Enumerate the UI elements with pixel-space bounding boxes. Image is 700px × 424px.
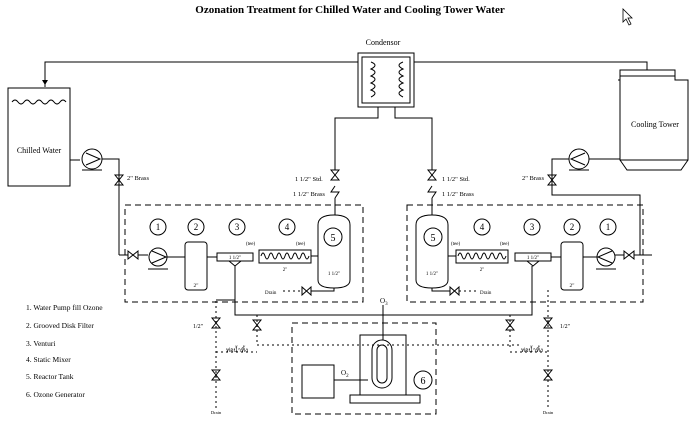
reactor-tank-left: 1 1/2" (317, 214, 351, 289)
thai-right-label: ท่อน้ำทิ้ง (521, 344, 543, 354)
legend-item: 5. Reactor Tank (26, 372, 74, 381)
number-6-circle (413, 370, 433, 390)
check-valve-right (426, 169, 438, 199)
condensor-label: Condensor (366, 38, 401, 47)
drain-valve-left (301, 285, 312, 297)
svg-text:2": 2" (283, 268, 288, 273)
brass-left-label: 1 1/2" Brass (293, 191, 325, 198)
valve-inlet-left (127, 249, 139, 261)
main-pump-right (568, 148, 590, 171)
venturi-left: 1 1/2" (216, 252, 254, 267)
cooling-tower (618, 69, 689, 171)
drain-valve-right (449, 285, 460, 297)
check-valve-left (329, 169, 341, 199)
svg-text:2": 2" (194, 283, 199, 289)
o3-label: O3 (380, 297, 388, 307)
valve-half-right (542, 317, 554, 329)
ozone-generator-unit (349, 334, 421, 404)
valve-drain-left (210, 369, 222, 381)
disk-filter-right: 2" (560, 241, 584, 291)
valve-brass-2-left (113, 174, 125, 186)
half-right-label: 1/2" (560, 324, 571, 330)
valve-half-left (210, 317, 222, 329)
cooling-tower-label: Cooling Tower (631, 120, 679, 129)
main-pump-left (81, 148, 103, 171)
svg-text:1 1/2": 1 1/2" (328, 272, 340, 277)
svg-text:3: 3 (530, 222, 535, 232)
svg-text:2: 2 (194, 222, 199, 232)
svg-text:1: 1 (156, 222, 161, 232)
right-skid-numbers: 5 4 3 2 1 (423, 218, 617, 247)
svg-text:2": 2" (570, 283, 575, 289)
svg-text:Drain: Drain (543, 410, 554, 415)
svg-text:(tee): (tee) (500, 242, 509, 247)
chilled-water-tank (7, 87, 71, 187)
legend-item: 1. Water Pump fill Ozone (26, 303, 103, 312)
svg-text:Drain: Drain (265, 291, 277, 296)
std-right-label: 1 1/2" Std. (442, 176, 470, 183)
valve-drain-right (542, 369, 554, 381)
static-mixer-left: 2" (258, 249, 312, 273)
legend: 1. Water Pump fill Ozone 2. Grooved Disk… (26, 303, 103, 399)
svg-text:4: 4 (480, 222, 485, 232)
brass-2-left-label: 2" Brass (127, 175, 149, 182)
ozone-generator-box (291, 322, 437, 415)
pipe-right-down (551, 158, 641, 255)
chilled-water-label: Chilled Water (17, 146, 62, 155)
svg-text:(tee): (tee) (296, 242, 305, 247)
svg-text:3: 3 (235, 222, 240, 232)
svg-text:5: 5 (331, 233, 336, 244)
skid-pump-left (148, 247, 168, 270)
svg-text:5: 5 (431, 233, 436, 244)
valve-brass-2-right (546, 174, 558, 186)
brass-2-right-label: 2" Brass (522, 175, 544, 182)
left-skid-box (124, 204, 364, 303)
svg-text:Drain: Drain (480, 291, 492, 296)
svg-text:1 1/2": 1 1/2" (527, 256, 539, 261)
static-mixer-right: 2" (455, 249, 509, 273)
svg-text:(tee): (tee) (451, 242, 460, 247)
skid-pump-right (596, 247, 616, 270)
oxygen-concentrator (301, 364, 335, 399)
mouse-cursor-icon (622, 8, 633, 26)
diagram-title: Ozonation Treatment for Chilled Water an… (195, 4, 505, 16)
o2-label: O2 (341, 369, 349, 379)
half-left-label: 1/2" (193, 324, 204, 330)
thai-left-label: ท่อน้ำทิ้ง (226, 344, 248, 354)
right-skid-box (406, 204, 644, 303)
disk-filter-left: 2" (184, 241, 208, 291)
legend-item: 6. Ozone Generator (26, 390, 85, 399)
legend-item: 2. Grooved Disk Filter (26, 321, 94, 330)
number-6-label: 6 (421, 376, 426, 387)
left-skid-numbers: 1 2 3 4 5 (149, 218, 343, 247)
valve-inlet-right (623, 249, 635, 261)
svg-text:1 1/2": 1 1/2" (426, 272, 438, 277)
svg-text:1: 1 (606, 222, 611, 232)
valve-centre-right (504, 319, 516, 331)
std-left-label: 1 1/2" Std. (295, 176, 323, 183)
pipe-left-down (102, 158, 120, 255)
svg-text:2": 2" (480, 268, 485, 273)
pipe-condensor-right (394, 107, 433, 170)
legend-item: 4. Static Mixer (26, 355, 71, 364)
reactor-tank-right: 1 1/2" (415, 214, 449, 289)
svg-text:4: 4 (285, 222, 290, 232)
flow-arrow (42, 80, 48, 85)
drain-line-centre (256, 315, 520, 346)
legend-item: 3. Venturi (26, 339, 55, 348)
venturi-right: 1 1/2" (514, 252, 552, 267)
brass-right-label: 1 1/2" Brass (442, 191, 474, 198)
valve-centre-left (251, 319, 263, 331)
pipe-top-right (414, 61, 648, 70)
svg-text:1 1/2": 1 1/2" (229, 256, 241, 261)
svg-text:Drain: Drain (211, 410, 222, 415)
pipe-condensor-left (334, 107, 379, 170)
tee-label: (tee) (246, 242, 255, 247)
svg-text:2: 2 (570, 222, 575, 232)
pipe-top-left (44, 61, 358, 87)
condensor-unit (357, 52, 415, 108)
